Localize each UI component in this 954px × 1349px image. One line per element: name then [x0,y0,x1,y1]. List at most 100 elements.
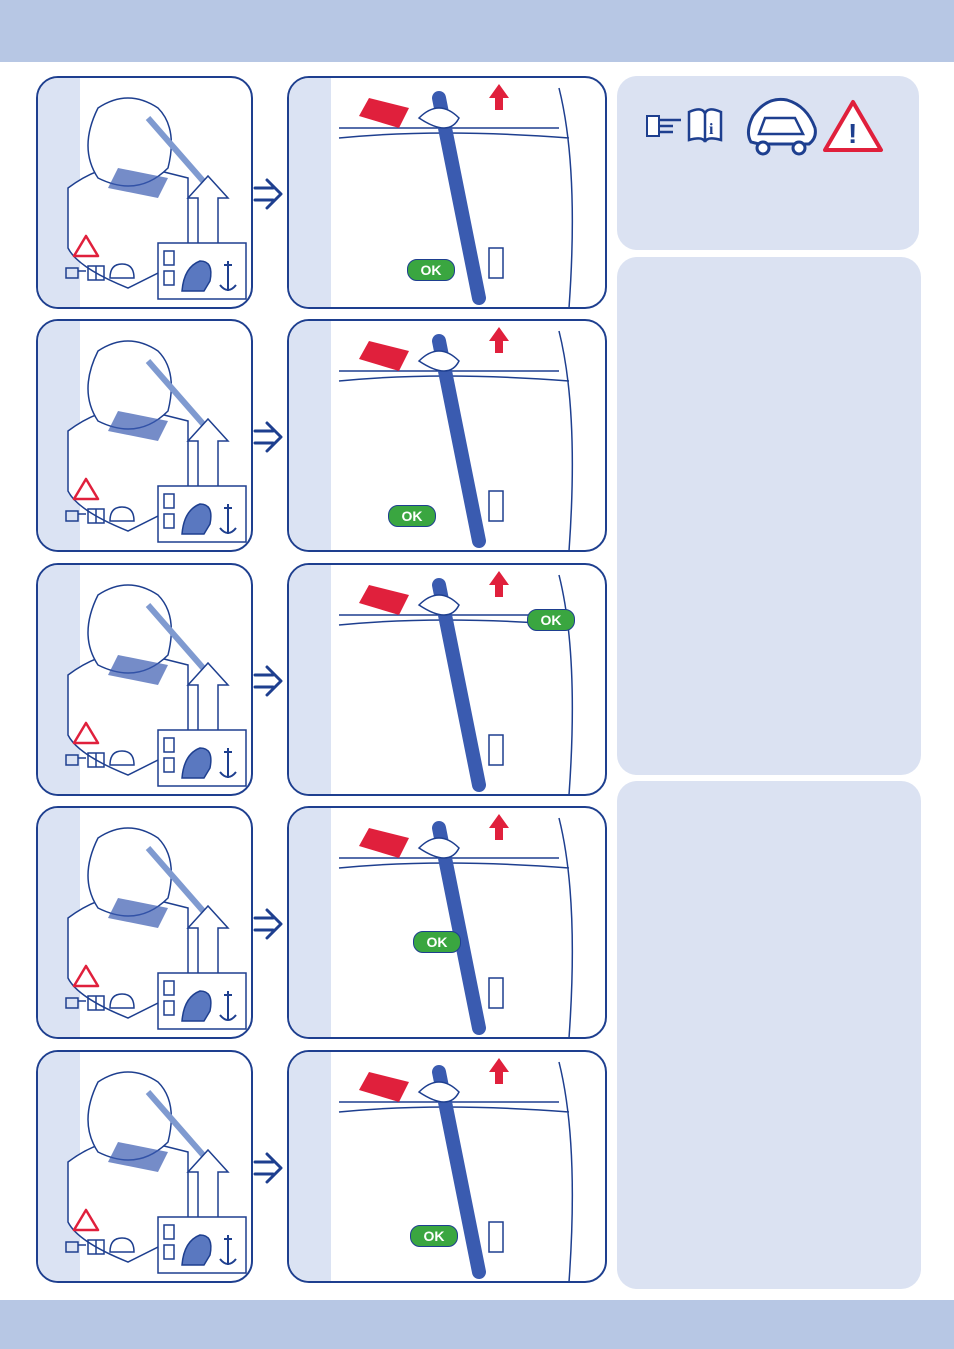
info-book-icon [87,265,105,281]
manual-book-icon [163,737,175,773]
installation-illustration [338,571,574,794]
warning-triangle-icon [72,721,100,745]
installation-panel-5 [287,1050,607,1283]
anchor-icon [219,261,237,291]
belt-buckle [488,1221,504,1253]
info-book-icon: i [687,108,723,143]
panel-icons [65,1208,135,1255]
manual-pointer-icon [65,754,86,766]
mode-icon-box [157,242,247,300]
mode-icon-box [157,972,247,1030]
info-book-icon [87,995,105,1011]
double-arrow-shape [253,1152,283,1184]
installation-panel-3 [287,563,607,796]
sidebar-text-panel-2 [617,781,921,1289]
up-arrow-icon [186,661,230,735]
red-arrow-label [359,585,409,615]
seat-illustration [65,340,247,543]
hand-icon [417,350,460,372]
manual-book-icon [163,250,175,286]
car-icon [746,97,817,156]
manual-book-icon [163,1224,175,1260]
up-arrow-icon [186,174,230,248]
installation-illustration [338,1058,574,1281]
belt-buckle [488,977,504,1009]
installation-illustration [338,814,574,1037]
red-arrow-label [359,1072,409,1102]
car-icon [109,1237,135,1253]
info-book-icon [87,508,105,524]
seat-base [108,1142,168,1172]
panel-strip [289,808,331,1037]
seat-base [108,411,168,441]
svg-text:i: i [709,121,714,138]
car-icon [109,506,135,522]
seat-belt [432,334,486,548]
seat-diagram-panel-5 [36,1050,253,1283]
seat-icon [181,990,212,1022]
car-icon [109,263,135,279]
seat-belt [432,1065,486,1279]
seat-belt [432,91,486,305]
car-icon [109,750,135,766]
up-arrow-icon [186,1148,230,1222]
mode-icon-box [157,729,247,787]
sidebar-legend-panel: i ! [617,76,919,250]
next-step-arrow-icon [253,1152,283,1184]
hand-icon [417,594,460,616]
manual-book-icon [163,493,175,529]
manual-pointer-icon [65,510,86,522]
manual-pointer-icon [646,115,681,137]
panel-icons [65,964,135,1011]
panel-strip [289,321,331,550]
warning-triangle-icon [72,1208,100,1232]
panel-strip [289,1052,331,1281]
seat-base [108,898,168,928]
seat-icon [181,1234,212,1266]
manual-book-icon [163,980,175,1016]
up-arrow-icon [186,904,230,978]
belt-buckle [488,490,504,522]
ok-badge: OK [407,259,455,281]
info-book-icon [87,1239,105,1255]
belt-buckle [488,247,504,279]
installation-illustration [338,327,574,550]
footer-band [0,1300,954,1349]
seat-diagram-panel-2 [36,319,253,552]
anchor-icon [219,991,237,1021]
red-up-arrow-icon [489,327,509,353]
double-arrow-shape [253,178,283,210]
next-step-arrow-icon [253,908,283,940]
anchor-icon [219,748,237,778]
red-arrow-label [359,341,409,371]
double-arrow-shape [253,421,283,453]
warning-triangle-icon [72,477,100,501]
red-up-arrow-icon [489,84,509,110]
car-icon [109,993,135,1009]
red-arrow-label [359,98,409,128]
ok-badge: OK [527,609,575,631]
seat-illustration [65,827,247,1030]
info-book-icon [87,752,105,768]
mode-icon-box [157,1216,247,1274]
seat-diagram-panel-3 [36,563,253,796]
manual-pointer-icon [65,1241,86,1253]
panel-strip [289,565,331,794]
panel-strip [289,78,331,307]
belt-buckle [488,734,504,766]
manual-pointer-icon [65,267,86,279]
up-arrow-icon [186,417,230,491]
installation-illustration [338,84,574,307]
mode-icon-box [157,485,247,543]
warning-triangle-icon [72,234,100,258]
next-step-arrow-icon [253,421,283,453]
panel-icons [65,234,135,281]
double-arrow-shape [253,665,283,697]
seat-icon [181,503,212,535]
seat-base [108,655,168,685]
hand-icon [417,1081,460,1103]
installation-panel-2 [287,319,607,552]
seat-illustration [65,1071,247,1274]
anchor-icon [219,504,237,534]
hand-icon [417,837,460,859]
